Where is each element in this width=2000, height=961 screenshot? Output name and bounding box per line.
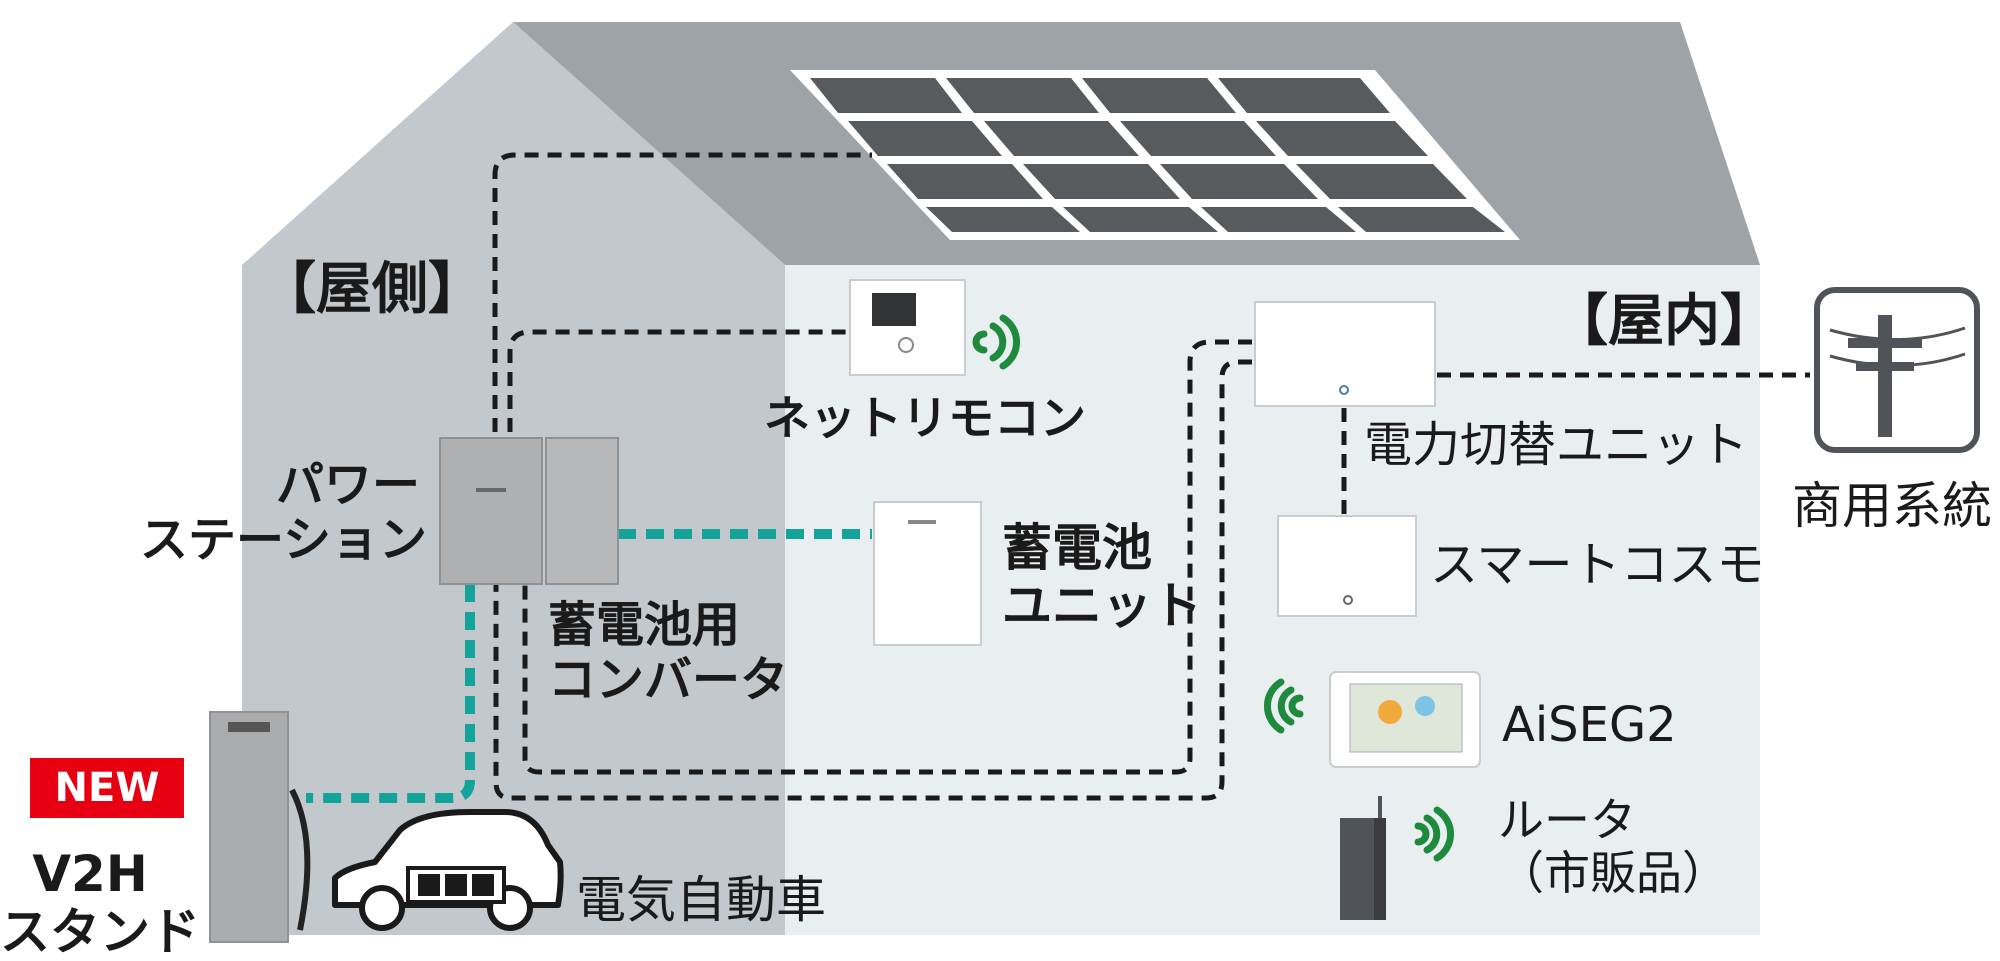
converter-label-line2: コンバータ (548, 653, 788, 708)
v2h-stand-label-line1: V2H (0, 846, 180, 904)
power-station-unit (440, 438, 618, 584)
battery-unit-label-line2: ユニット (1002, 578, 1202, 636)
switch-unit-device (1255, 302, 1435, 406)
grid-label: 商用系統 (1792, 478, 1992, 536)
net-remote-device (850, 280, 965, 375)
battery-unit-label-line1: 蓄電池 (1002, 520, 1202, 578)
power-station-label: パワー ステーション (140, 458, 420, 568)
outside-area-label: 【屋側】 (260, 258, 484, 322)
converter-label: 蓄電池用 コンバータ (548, 598, 788, 708)
smart-cosmo-device (1278, 516, 1416, 616)
converter-label-line1: 蓄電池用 (548, 598, 788, 653)
router-label-line1: ルータ (1498, 794, 1728, 847)
smart-cosmo-label: スマートコスモ (1430, 538, 1765, 593)
new-badge: NEW (30, 758, 184, 818)
v2h-stand-label: V2H スタンド (0, 846, 180, 961)
ev-label: 電気自動車 (576, 872, 826, 930)
aiseg-label: AiSEG2 (1502, 698, 1677, 753)
router-label-line2: （市販品） (1498, 847, 1728, 900)
switch-unit-label: 電力切替ユニット (1364, 418, 1748, 473)
utility-pole-icon (1817, 290, 1977, 450)
power-station-label-line2: ステーション (140, 513, 420, 568)
v2h-stand-label-line2: スタンド (0, 904, 180, 961)
battery-unit-device (874, 502, 981, 645)
power-station-label-line1: パワー (140, 458, 420, 513)
inside-area-label: 【屋内】 (1552, 290, 1776, 354)
aiseg-device (1330, 672, 1480, 767)
net-remote-label: ネットリモコン (764, 392, 1086, 445)
router-label: ルータ （市販品） (1498, 794, 1728, 900)
battery-unit-label: 蓄電池 ユニット (1002, 520, 1202, 635)
